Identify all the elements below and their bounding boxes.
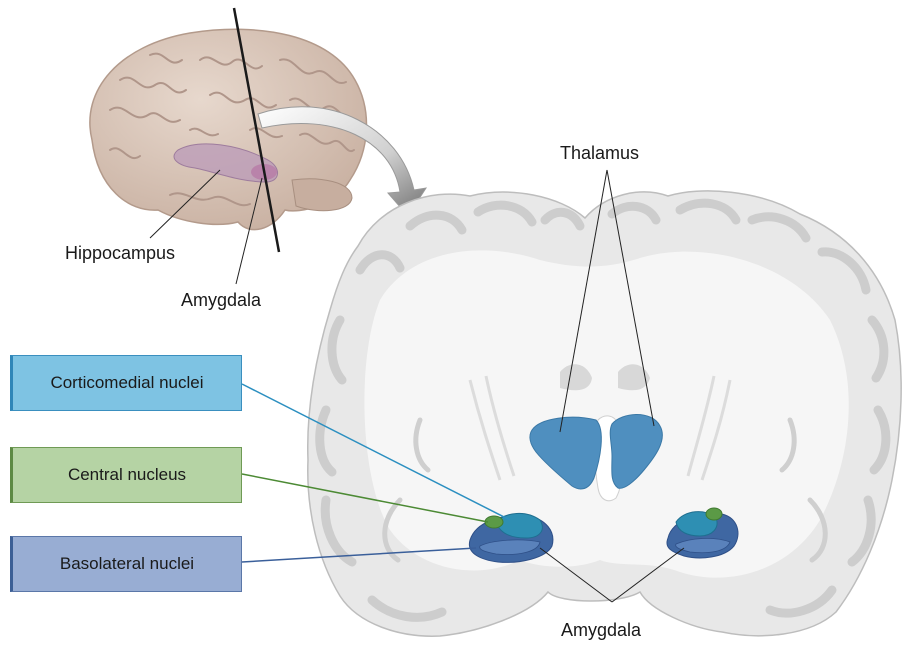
central-nucleus-label: Central nucleus — [68, 465, 186, 485]
coronal-section — [308, 191, 901, 636]
amygdala-bottom-label: Amygdala — [561, 620, 641, 641]
hippocampus-label: Hippocampus — [65, 243, 175, 264]
thalamus-label: Thalamus — [560, 143, 639, 164]
basolateral-nuclei-box: Basolateral nuclei — [10, 536, 242, 592]
corticomedial-nuclei-box: Corticomedial nuclei — [10, 355, 242, 411]
basolateral-nuclei-label: Basolateral nuclei — [60, 554, 194, 574]
corticomedial-nuclei-label: Corticomedial nuclei — [50, 373, 203, 393]
white-matter — [364, 250, 848, 577]
amygdala-top-label: Amygdala — [181, 290, 261, 311]
central-nucleus-box: Central nucleus — [10, 447, 242, 503]
amygdala-right-central — [706, 508, 722, 520]
lateral-brain-view — [90, 29, 367, 229]
